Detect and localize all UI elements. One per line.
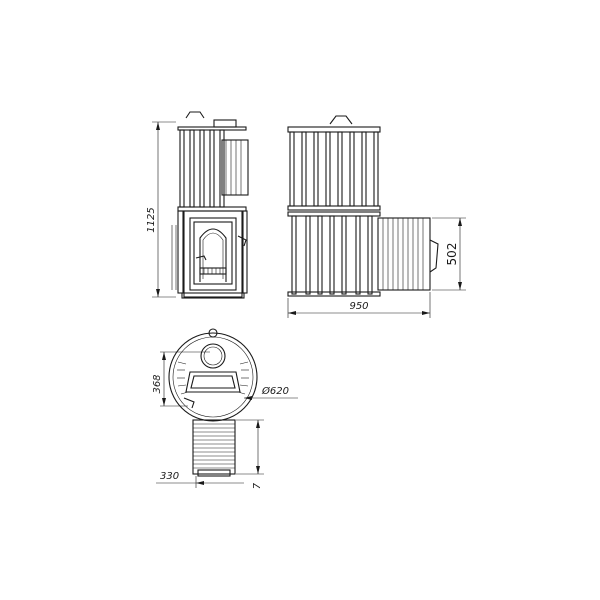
dimension-tube-offset: [236, 419, 264, 475]
side-water-tank: [377, 217, 439, 291]
side-upper-cage: [289, 131, 379, 207]
top-view-tank: [192, 419, 236, 477]
label-height-total: 1125: [146, 207, 157, 232]
label-offset-top: 368: [152, 374, 163, 393]
dimension-offset-bottom: [156, 476, 244, 488]
side-view: 502 950: [287, 115, 466, 318]
chimney-circle: [200, 343, 226, 369]
label-width-total: 950: [349, 301, 368, 312]
dimension-offset-top: [160, 351, 210, 407]
front-top-handle: [185, 111, 205, 119]
label-tank-height: 502: [445, 243, 459, 266]
top-view: 368 Ø620 330 7: [152, 328, 298, 489]
top-view-outer-circle: [168, 332, 258, 422]
front-upper-cage: [179, 129, 225, 208]
label-tube-offset: 7: [252, 482, 263, 489]
firebox-outline: [185, 371, 241, 393]
side-top-handle: [329, 115, 353, 125]
label-offset-bottom: 330: [160, 471, 179, 482]
fire-door: [189, 217, 237, 291]
dimension-tank-height: [432, 217, 466, 291]
dimension-diameter: [244, 396, 298, 400]
label-diameter: Ø620: [261, 385, 289, 397]
dimension-width-total: [287, 292, 431, 318]
dimension-height-total: [152, 121, 176, 298]
side-lower-cage: [291, 215, 373, 295]
front-side-handle: [237, 235, 247, 247]
front-view: 1125: [146, 111, 249, 299]
